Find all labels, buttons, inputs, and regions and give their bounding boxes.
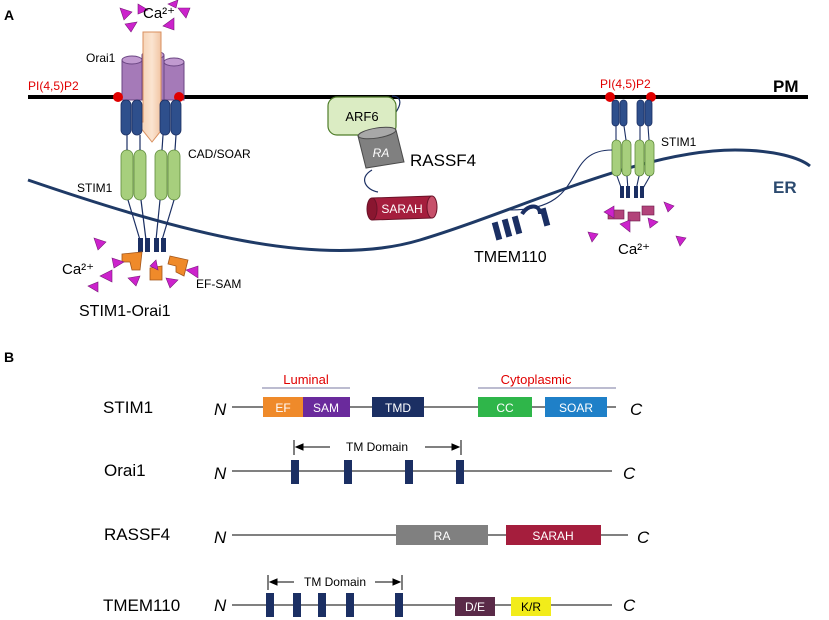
er-membrane [27, 148, 811, 253]
soar-domain [545, 397, 607, 417]
stim1-orai1-complex: Orai1 Ca²⁺ PI(4,5)P2 [28, 0, 251, 320]
tmem110-n-terminus: N [214, 596, 227, 615]
sam-domain-label: SAM [313, 401, 339, 415]
stim1-cc-rods [120, 149, 181, 201]
cad-soar-label: CAD/SOAR [188, 147, 251, 161]
calcium-ions-left [87, 237, 199, 293]
pip2-dot [646, 92, 656, 102]
stim1-c-terminus: C [630, 400, 643, 419]
tmem110-domain-map: TMEM110 N C TM Domain D/E [103, 575, 636, 617]
orai1-domain-map: Orai1 N C TM Domain [104, 440, 636, 484]
rassf4-row-name: RASSF4 [104, 525, 170, 544]
tmd-domain [372, 397, 424, 417]
stim1-row-name: STIM1 [103, 398, 153, 417]
pip2-left-label: PI(4,5)P2 [28, 79, 79, 93]
tmem110-protein: TMEM110 [474, 204, 551, 266]
stim1-left-label: STIM1 [77, 181, 113, 195]
orai1-tm-domain-label: TM Domain [346, 440, 408, 454]
orai1-c-terminus: C [623, 464, 636, 483]
soar-domain-label: SOAR [559, 401, 593, 415]
sarah-domain-label: SARAH [532, 529, 573, 543]
ef-domain [263, 397, 303, 417]
tmem110-tm-segments [266, 593, 403, 617]
tmem110-label: TMEM110 [474, 249, 547, 266]
tmem110-tm-domain-label: TM Domain [304, 575, 366, 589]
ef-sam-label: EF-SAM [196, 277, 241, 291]
stim1-right-label: STIM1 [661, 135, 697, 149]
cytoplasmic-label: Cytoplasmic [501, 372, 572, 387]
er-label: ER [773, 178, 797, 197]
orai1-tm-bracket [293, 440, 462, 455]
stim1-domain-map: STIM1 N C Luminal Cytoplasmic EF SAM TMD… [103, 372, 643, 419]
rassf4-tether [363, 95, 401, 193]
stim1-linkers [126, 134, 177, 241]
sarah-domain [506, 525, 601, 545]
pip2-dot [174, 92, 184, 102]
ef-domain-label: EF [275, 401, 290, 415]
cc-domain [478, 397, 532, 417]
ef-sam-domains [121, 251, 189, 281]
pip2-dot [113, 92, 123, 102]
orai1-tm-segments [291, 460, 464, 484]
panel-a: A PM ER Orai1 [4, 0, 811, 320]
rassf4-label: RASSF4 [410, 151, 476, 170]
orai1-n-terminus: N [214, 464, 227, 483]
sarah-label: SARAH [381, 202, 422, 216]
sarah-domain-cylinder [366, 195, 438, 221]
stim1-n-terminus: N [214, 400, 227, 419]
arf6-label: ARF6 [345, 109, 378, 124]
de-domain [455, 597, 495, 616]
calcium-right-label: Ca²⁺ [618, 241, 650, 258]
orai1-row-name: Orai1 [104, 461, 146, 480]
calcium-top-label: Ca²⁺ [143, 5, 175, 22]
calcium-ions-right [587, 201, 687, 247]
pm-label: PM [773, 77, 799, 96]
tmem110-c-terminus: C [623, 596, 636, 615]
rassf4-n-terminus: N [214, 528, 227, 547]
rassf4-complex: ARF6 RA RASSF4 SARAH [327, 95, 476, 221]
tmem110-tm-bracket [267, 575, 403, 590]
kr-domain-label: K/R [521, 600, 541, 614]
rassf4-c-terminus: C [637, 528, 650, 547]
stim1-tm-segments [138, 238, 166, 252]
ra-domain [396, 525, 488, 545]
rassf4-domain-map: RASSF4 N C RA SARAH [104, 525, 650, 547]
pip2-dot [605, 92, 615, 102]
tmem110-row-name: TMEM110 [103, 596, 180, 615]
sam-domain [303, 397, 350, 417]
calcium-left-label: Ca²⁺ [62, 261, 94, 278]
ra-label: RA [373, 146, 390, 160]
orai1-label: Orai1 [86, 51, 116, 65]
panel-a-label: A [4, 7, 14, 23]
stim1-cad-soar-rods [120, 99, 182, 136]
panel-b-label: B [4, 349, 14, 365]
cc-domain-label: CC [496, 401, 514, 415]
stim1-orai1-label: STIM1-Orai1 [79, 303, 171, 320]
panel-b: B STIM1 N C Luminal Cytoplasmic EF SAM T… [4, 349, 650, 617]
ra-domain-label: RA [434, 529, 451, 543]
luminal-label: Luminal [283, 372, 329, 387]
calcium-ions-top [119, 0, 191, 33]
stim1-right-complex: PI(4,5)P2 [509, 77, 697, 258]
ra-domain-cylinder [357, 126, 405, 169]
tmd-domain-label: TMD [385, 401, 411, 415]
pip2-right-label: PI(4,5)P2 [600, 77, 651, 91]
de-domain-label: D/E [465, 600, 485, 614]
kr-domain [511, 597, 551, 616]
